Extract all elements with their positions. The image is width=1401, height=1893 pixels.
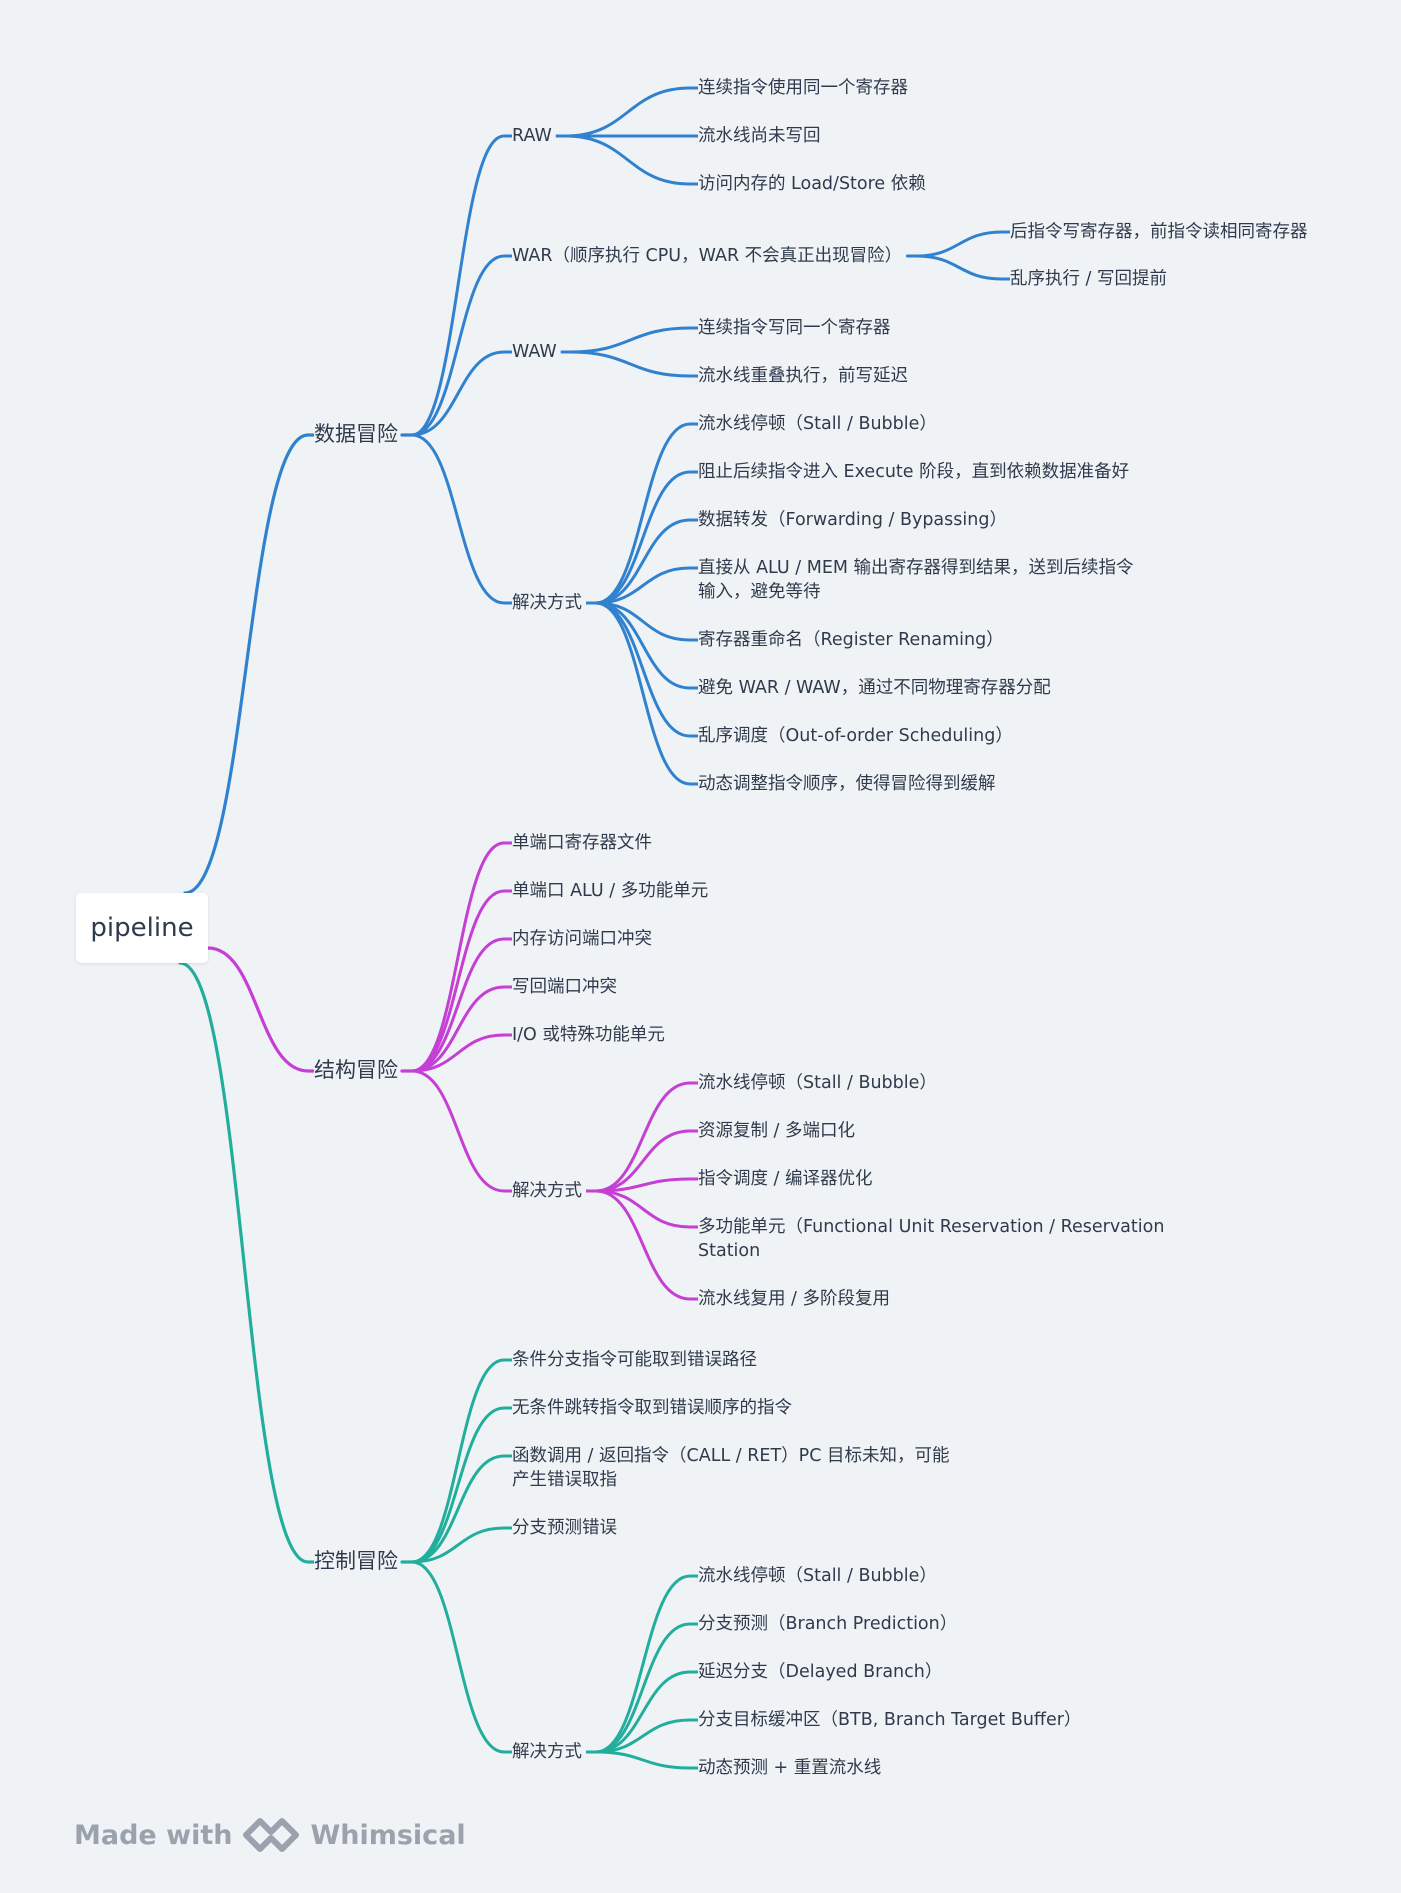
connector-item-to-subitem	[594, 601, 692, 786]
root-node[interactable]: pipeline	[76, 893, 208, 963]
connector-root-to-category	[206, 946, 310, 1073]
connector-item-to-subitem	[594, 601, 692, 690]
item-node-label[interactable]: WAW	[512, 342, 557, 362]
connector-category-to-item	[410, 937, 506, 1073]
connector-item-to-subitem	[594, 470, 692, 605]
whimsical-logo-icon	[243, 1818, 300, 1852]
connector-root-to-category	[178, 961, 310, 1564]
subitem-node-label[interactable]: 乱序执行 / 写回提前	[1010, 269, 1167, 289]
subitem-node-label[interactable]: 流水线停顿（Stall / Bubble）	[698, 1073, 937, 1093]
subitem-node-label[interactable]: 延迟分支（Delayed Branch）	[698, 1662, 942, 1682]
connector-item-to-subitem	[594, 566, 692, 605]
connector-item-to-subitem	[594, 1622, 692, 1754]
item-node-label[interactable]: RAW	[512, 126, 552, 146]
subitem-node-label[interactable]: 动态调整指令顺序，使得冒险得到缓解	[698, 773, 996, 794]
connector-item-to-subitem	[594, 518, 692, 605]
subitem-node-label[interactable]: 指令调度 / 编译器优化	[698, 1169, 873, 1189]
item-node-label-line2[interactable]: 产生错误取指	[512, 1470, 617, 1490]
item-node-label[interactable]: 内存访问端口冲突	[512, 929, 652, 949]
connector-category-to-item	[410, 1526, 506, 1564]
connector-category-to-item	[410, 134, 506, 437]
category-node-label[interactable]: 数据冒险	[314, 422, 398, 446]
subitem-node-label[interactable]: 资源复制 / 多端口化	[698, 1121, 855, 1141]
subitem-node-label[interactable]: 连续指令使用同一个寄存器	[698, 77, 908, 98]
item-node-label[interactable]: 条件分支指令可能取到错误路径	[512, 1350, 757, 1370]
connector-item-to-subitem	[594, 1129, 692, 1193]
connector-item-to-subitem	[594, 601, 692, 738]
connector-item-to-subitem	[569, 350, 692, 378]
connector-category-to-item	[410, 1406, 506, 1564]
connector-item-to-subitem	[594, 1718, 692, 1754]
item-node-label[interactable]: 解决方式	[512, 593, 582, 613]
subitem-node-label[interactable]: 直接从 ALU / MEM 输出寄存器得到结果，送到后续指令	[698, 558, 1134, 578]
item-node-label[interactable]: 无条件跳转指令取到错误顺序的指令	[512, 1398, 792, 1418]
connector-item-to-subitem	[594, 1574, 692, 1754]
connector-category-to-item	[410, 1069, 506, 1193]
item-node-label[interactable]: 解决方式	[512, 1742, 582, 1762]
subitem-node-label[interactable]: 流水线停顿（Stall / Bubble）	[698, 414, 937, 434]
subitem-node-label-line2[interactable]: 输入，避免等待	[698, 582, 821, 602]
subitem-node-label[interactable]: 流水线复用 / 多阶段复用	[698, 1289, 890, 1309]
subitem-node-label[interactable]: 分支目标缓冲区（BTB, Branch Target Buffer）	[698, 1710, 1081, 1730]
subitem-node-label[interactable]: 访问内存的 Load/Store 依赖	[698, 174, 926, 194]
subitem-node-label[interactable]: 乱序调度（Out-of-order Scheduling）	[698, 726, 1013, 746]
made-with-text: Made with	[74, 1819, 233, 1851]
connector-category-to-item	[410, 1560, 506, 1754]
made-with-whimsical-badge[interactable]: Made with Whimsical	[74, 1815, 466, 1855]
subitem-node-label[interactable]: 避免 WAR / WAW，通过不同物理寄存器分配	[698, 678, 1051, 698]
category-node-label[interactable]: 结构冒险	[314, 1058, 398, 1082]
connector-category-to-item	[410, 841, 506, 1073]
connector-category-to-item	[410, 889, 506, 1073]
item-node-label[interactable]: I/O 或特殊功能单元	[512, 1025, 665, 1045]
connector-category-to-item	[410, 350, 506, 437]
connector-item-to-subitem	[594, 1750, 692, 1770]
subitem-node-label[interactable]: 阻止后续指令进入 Execute 阶段，直到依赖数据准备好	[698, 462, 1129, 482]
item-node-label[interactable]: 分支预测错误	[512, 1518, 617, 1538]
subitem-node-label-line2[interactable]: Station	[698, 1241, 760, 1261]
category-node-label[interactable]: 控制冒险	[314, 1549, 398, 1573]
item-node-label[interactable]: WAR（顺序执行 CPU，WAR 不会真正出现冒险）	[512, 246, 902, 266]
connector-category-to-item	[410, 1358, 506, 1564]
connector-item-to-subitem	[594, 1189, 692, 1301]
item-node-label[interactable]: 写回端口冲突	[512, 977, 617, 997]
subitem-node-label[interactable]: 流水线尚未写回	[698, 126, 821, 146]
item-node-label[interactable]: 单端口寄存器文件	[512, 833, 652, 853]
item-node-label[interactable]: 单端口 ALU / 多功能单元	[512, 881, 708, 901]
connector-category-to-item	[410, 254, 506, 437]
connector-root-to-category	[183, 433, 310, 895]
subitem-node-label[interactable]: 流水线停顿（Stall / Bubble）	[698, 1566, 937, 1586]
subitem-node-label[interactable]: 分支预测（Branch Prediction）	[698, 1614, 957, 1634]
connector-item-to-subitem	[914, 254, 1004, 281]
item-node-label[interactable]: 函数调用 / 返回指令（CALL / RET）PC 目标未知，可能	[512, 1446, 949, 1466]
connector-item-to-subitem	[564, 86, 692, 138]
subitem-node-label[interactable]: 多功能单元（Functional Unit Reservation / Rese…	[698, 1217, 1164, 1237]
connector-item-to-subitem	[594, 1177, 692, 1193]
subitem-node-label[interactable]: 后指令写寄存器，前指令读相同寄存器	[1010, 222, 1308, 242]
subitem-node-label[interactable]: 动态预测 + 重置流水线	[698, 1758, 881, 1778]
connector-item-to-subitem	[594, 1081, 692, 1193]
subitem-node-label[interactable]: 寄存器重命名（Register Renaming）	[698, 630, 1004, 650]
connector-category-to-item	[410, 1454, 506, 1564]
whimsical-brand-text: Whimsical	[310, 1819, 466, 1851]
subitem-node-label[interactable]: 流水线重叠执行，前写延迟	[698, 366, 908, 386]
connector-item-to-subitem	[594, 1189, 692, 1229]
connector-item-to-subitem	[594, 1670, 692, 1754]
connector-category-to-item	[410, 985, 506, 1073]
subitem-node-label[interactable]: 数据转发（Forwarding / Bypassing）	[698, 510, 1007, 530]
connector-category-to-item	[410, 1033, 506, 1073]
connector-category-to-item	[410, 433, 506, 605]
connector-item-to-subitem	[569, 326, 692, 354]
subitem-node-label[interactable]: 连续指令写同一个寄存器	[698, 318, 891, 338]
connector-item-to-subitem	[594, 422, 692, 605]
root-node-label: pipeline	[90, 913, 194, 943]
connector-item-to-subitem	[914, 230, 1004, 258]
item-node-label[interactable]: 解决方式	[512, 1181, 582, 1201]
connector-item-to-subitem	[564, 134, 692, 186]
